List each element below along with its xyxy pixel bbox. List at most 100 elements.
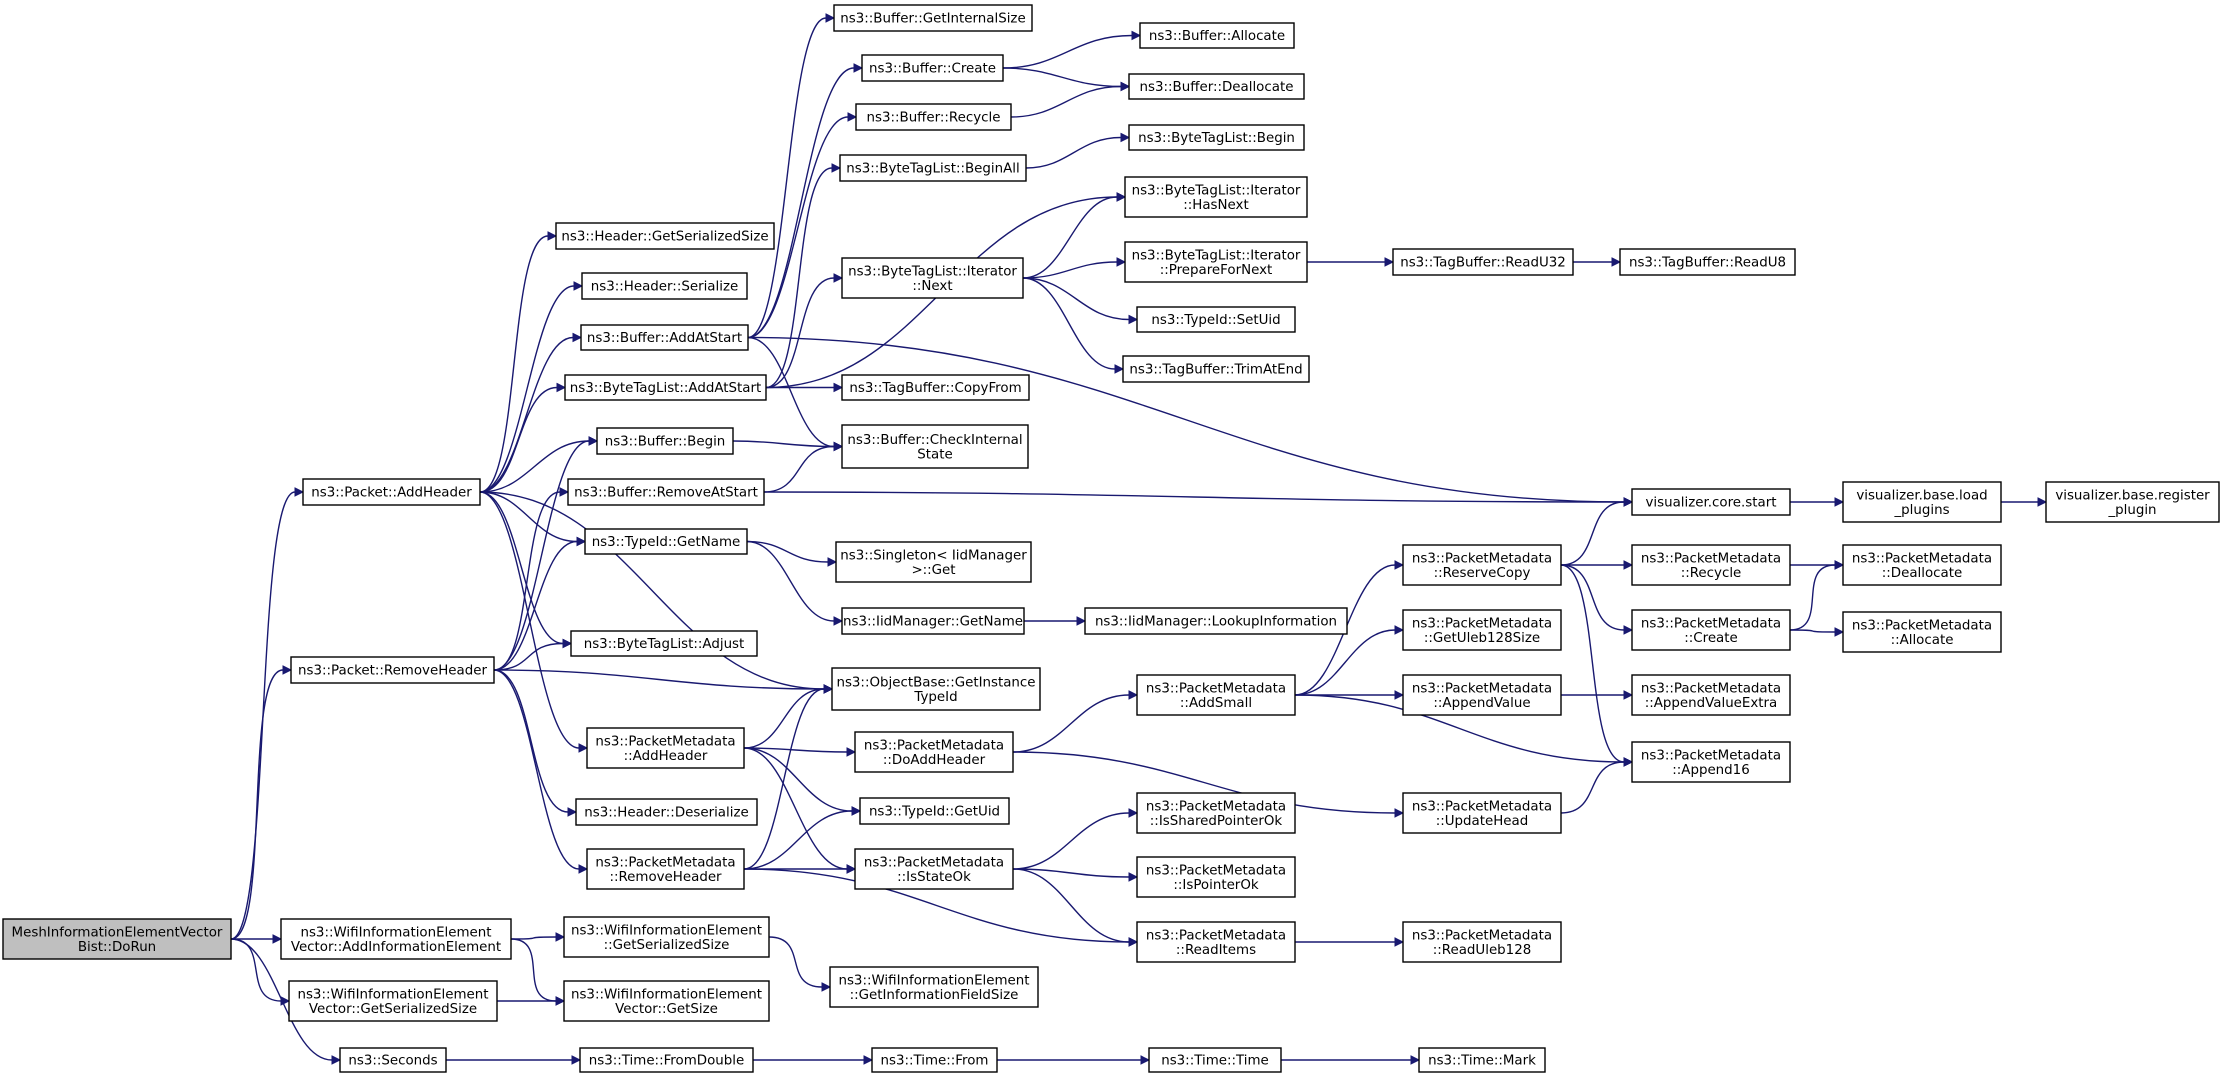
edge-arrowhead-time-time [1140,1055,1151,1065]
node-pm-ispointerok[interactable]: ns3::PacketMetadata::IsPointerOk [1136,856,1296,898]
edge-arrowhead-vis-base-register [2037,497,2048,507]
node-buf-allocate[interactable]: ns3::Buffer::Allocate [1139,22,1295,49]
node-singleton-get[interactable]: ns3::Singleton< IidManager>::Get [835,541,1032,583]
node-btli-preparefornext[interactable]: ns3::ByteTagList::Iterator::PrepareForNe… [1124,241,1308,283]
node-pm-deallocate[interactable]: ns3::PacketMetadata::Deallocate [1842,544,2002,586]
edge-pm-addsmall-to-pm-getuleb128size [1294,629,1396,696]
node-vis-core-start[interactable]: visualizer.core.start [1631,488,1791,516]
node-label: ns3::Buffer::CheckInternal [847,433,1022,448]
node-pkt-addheader[interactable]: ns3::Packet::AddHeader [302,478,481,506]
edge-btli-next-to-tb-trimatend [1022,277,1116,370]
node-btl-begin[interactable]: ns3::ByteTagList::Begin [1128,124,1305,151]
node-tb-readu8[interactable]: ns3::TagBuffer::ReadU8 [1619,248,1796,276]
node-buf-removeatstart[interactable]: ns3::Buffer::RemoveAtStart [567,478,765,506]
edge-pm-doaddheader-to-pm-updatehead [1012,751,1396,814]
node-btli-next[interactable]: ns3::ByteTagList::Iterator::Next [841,257,1024,299]
node-buf-create[interactable]: ns3::Buffer::Create [861,54,1004,82]
edge-buf-addatstart-to-buf-recycle [747,116,849,339]
node-pm-readitems[interactable]: ns3::PacketMetadata::ReadItems [1136,921,1296,963]
node-wifiv-getsize[interactable]: ns3::WifiInformationElementVector::GetSi… [563,980,770,1022]
node-label: ::ReadUleb128 [1433,943,1532,958]
node-buf-begin[interactable]: ns3::Buffer::Begin [596,427,734,455]
edge-arrowhead-btl-begin [1120,132,1131,143]
node-wifi-addie[interactable]: ns3::WifiInformationElementVector::AddIn… [280,918,512,960]
node-wifiv-getser[interactable]: ns3::WifiInformationElement::GetSerializ… [563,916,770,958]
node-vis-base-register[interactable]: visualizer.base.register_plugin [2045,481,2220,523]
node-pm-readuleb128[interactable]: ns3::PacketMetadata::ReadUleb128 [1402,921,1562,963]
edge-arrowhead-btli-hasnext [1116,192,1127,202]
edge-arrowhead-iid-getname [833,616,844,626]
node-wifi-getinfofield[interactable]: ns3::WifiInformationElement::GetInformat… [829,966,1039,1008]
node-box [288,980,498,1022]
node-label: ns3::PacketMetadata [595,734,735,749]
node-wifi-getser[interactable]: ns3::WifiInformationElementVector::GetSe… [288,980,498,1022]
node-buf-deallocate[interactable]: ns3::Buffer::Deallocate [1128,73,1305,100]
node-box [567,478,765,506]
node-iid-lookupinfo[interactable]: ns3::IidManager::LookupInformation [1084,607,1348,635]
node-time-mark[interactable]: ns3::Time::Mark [1418,1047,1546,1073]
node-pm-reservecopy[interactable]: ns3::PacketMetadata::ReserveCopy [1402,544,1562,586]
edge-arrowhead-wifi-addie [272,934,283,944]
node-seconds[interactable]: ns3::Seconds [339,1047,447,1073]
node-pm-appendvalueextra[interactable]: ns3::PacketMetadata::AppendValueExtra [1631,674,1791,716]
node-pm-addheader[interactable]: ns3::PacketMetadata::AddHeader [586,727,745,769]
edge-arrowhead-pm-issharedptrok [1128,808,1139,818]
edge-arrowhead-tb-trimatend [1114,364,1125,374]
edge-buf-removeatstart-to-buf-checkinternal [763,445,835,493]
node-label: MeshInformationElementVector [12,925,223,940]
edge-btl-addatstart-to-btl-beginall [765,167,833,389]
node-pm-issharedptrok[interactable]: ns3::PacketMetadata::IsSharedPointerOk [1136,792,1296,834]
edge-buf-create-to-buf-deallocate [1002,67,1122,88]
node-label: ::PrepareForNext [1160,263,1273,278]
node-pm-recycle[interactable]: ns3::PacketMetadata::Recycle [1631,544,1791,586]
node-label: ns3::Packet::AddHeader [311,486,472,501]
node-typeid-setuid[interactable]: ns3::TypeId::SetUid [1136,306,1296,333]
node-time-fromdouble[interactable]: ns3::Time::FromDouble [579,1047,754,1073]
node-btl-beginall[interactable]: ns3::ByteTagList::BeginAll [839,154,1027,182]
node-iid-getname[interactable]: ns3::IidManager::GetName [841,607,1025,635]
edge-btl-beginall-to-btl-begin [1025,136,1122,169]
node-btli-hasnext[interactable]: ns3::ByteTagList::Iterator::HasNext [1124,176,1308,218]
node-tb-readu32[interactable]: ns3::TagBuffer::ReadU32 [1392,248,1574,276]
node-hdr-getser[interactable]: ns3::Header::GetSerializedSize [555,222,775,250]
node-pm-append16[interactable]: ns3::PacketMetadata::Append16 [1631,741,1791,783]
node-pm-allocate[interactable]: ns3::PacketMetadata::Allocate [1842,611,2002,653]
node-label: ns3::IidManager::GetName [843,615,1023,630]
node-box [1619,248,1796,276]
node-hdr-serialize[interactable]: ns3::Header::Serialize [581,272,748,300]
node-pm-getuleb128size[interactable]: ns3::PacketMetadata::GetUleb128Size [1402,609,1562,651]
node-time-from[interactable]: ns3::Time::From [871,1047,998,1073]
node-buf-recycle[interactable]: ns3::Buffer::Recycle [855,103,1012,131]
node-pm-doaddheader[interactable]: ns3::PacketMetadata::DoAddHeader [854,731,1014,773]
node-typeid-getname[interactable]: ns3::TypeId::GetName [584,528,748,555]
node-label: ns3::PacketMetadata [1412,616,1552,631]
node-btl-adjust[interactable]: ns3::ByteTagList::Adjust [570,630,758,657]
node-label: ns3::Header::Serialize [591,280,738,295]
node-tb-copyfrom[interactable]: ns3::TagBuffer::CopyFrom [841,374,1030,401]
node-pm-isstateok[interactable]: ns3::PacketMetadata::IsStateOk [854,848,1014,890]
node-pm-updatehead[interactable]: ns3::PacketMetadata::UpdateHead [1402,792,1562,834]
node-pm-addsmall[interactable]: ns3::PacketMetadata::AddSmall [1136,674,1296,716]
edge-arrowhead-pm-getuleb128size [1394,625,1405,635]
node-buf-addatstart[interactable]: ns3::Buffer::AddAtStart [580,324,749,351]
node-pm-removeheader[interactable]: ns3::PacketMetadata::RemoveHeader [586,848,745,890]
node-label: ns3::TypeId::GetName [592,535,741,550]
node-hdr-deserialize[interactable]: ns3::Header::Deserialize [575,798,758,826]
node-pkt-removeheader[interactable]: ns3::Packet::RemoveHeader [290,656,495,684]
node-time-time[interactable]: ns3::Time::Time [1148,1047,1282,1073]
node-vis-base-load[interactable]: visualizer.base.load_plugins [1842,481,2002,523]
node-label: ns3::ObjectBase::GetInstance [836,675,1035,690]
node-btl-addatstart[interactable]: ns3::ByteTagList::AddAtStart [564,374,767,401]
node-label: ns3::PacketMetadata [1641,748,1781,763]
node-pm-appendvalue[interactable]: ns3::PacketMetadata::AppendValue [1402,674,1562,716]
node-box [596,427,734,455]
node-typeid-getuid[interactable]: ns3::TypeId::GetUid [859,797,1010,825]
node-tb-trimatend[interactable]: ns3::TagBuffer::TrimAtEnd [1122,355,1310,383]
node-pm-create[interactable]: ns3::PacketMetadata::Create [1631,609,1791,651]
node-box [280,918,512,960]
node-buf-getinternalsize[interactable]: ns3::Buffer::GetInternalSize [833,4,1033,32]
node-label: ns3::Time::Time [1161,1054,1269,1069]
